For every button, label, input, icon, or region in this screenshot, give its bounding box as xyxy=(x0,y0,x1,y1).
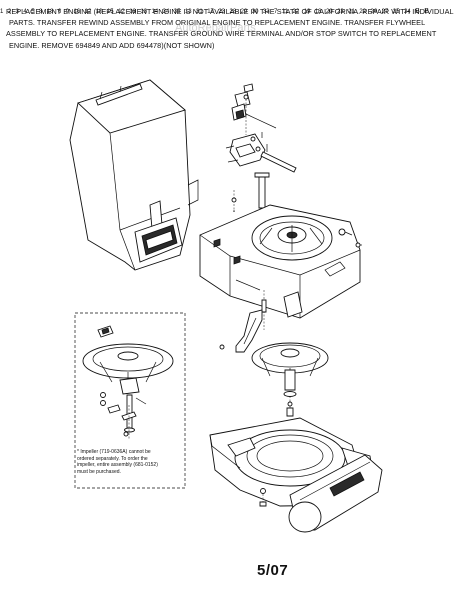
callout-26: 26 xyxy=(370,9,378,15)
callout-22b: 22 xyxy=(292,9,300,15)
discharge-chute xyxy=(219,309,263,353)
revision-date: 5/07 xyxy=(257,562,289,579)
part-callouts: 1 2 3 4 5 8 18 6 9 16 12 10 15 12 16 18 … xyxy=(0,0,415,17)
callout-18-inset: 18 xyxy=(314,9,322,15)
callout-27: 27 xyxy=(381,9,389,15)
collection-bag xyxy=(69,79,199,271)
callout-21: 21 xyxy=(348,9,355,15)
callout-4: 4 xyxy=(23,9,27,15)
note-line-3: ASSEMBLY TO REPLACEMENT ENGINE. TRANSFER… xyxy=(6,29,437,39)
callout-22: 22 xyxy=(359,9,367,15)
callout-18b: 18 xyxy=(140,9,148,15)
blower-housing xyxy=(199,204,362,319)
impeller-main xyxy=(251,342,329,417)
callout-35: 35 xyxy=(173,9,181,15)
callout-31: 31 xyxy=(196,9,203,15)
callout-12b: 12 xyxy=(118,9,125,15)
reference-b-top: B xyxy=(415,8,420,15)
callout-12: 12 xyxy=(84,9,92,15)
callout-16: 16 xyxy=(73,9,81,15)
callout-30: 30 xyxy=(251,9,259,15)
callout-8: 8 xyxy=(38,9,43,15)
callout-10: 10 xyxy=(95,9,103,15)
nozzle xyxy=(288,454,383,533)
callout-3: 3 xyxy=(15,9,19,15)
callout-11: 11 xyxy=(281,9,289,15)
callout-17: 17 xyxy=(207,9,214,15)
impeller-inset xyxy=(74,312,186,489)
callout-13: 13 xyxy=(184,9,192,15)
callout-20: 20 xyxy=(325,9,333,15)
watermark-text: AutoRepairParts xyxy=(175,22,256,34)
callout-15: 15 xyxy=(106,9,114,15)
note-line-2: PARTS. TRANSFER REWIND ASSEMBLY FROM ORI… xyxy=(9,18,426,28)
callout-34: 34 xyxy=(162,9,170,15)
callout-19: 19 xyxy=(303,9,311,15)
callout-14: 14 xyxy=(151,9,159,15)
shaft-bolt xyxy=(261,290,267,330)
callout-6: 6 xyxy=(57,9,62,15)
callout-24: 24 xyxy=(403,9,411,15)
callout-28: 28 xyxy=(229,9,237,15)
callout-2: 2 xyxy=(7,9,12,15)
callout-1: 1 xyxy=(0,9,4,15)
reference-b-bottom: B xyxy=(424,8,429,15)
callout-33: 33 xyxy=(262,9,270,15)
note-line-4: ENGINE. REMOVE 694849 AND ADD 694478)(NO… xyxy=(9,40,215,50)
callout-23-inset: 23 xyxy=(337,9,344,15)
callout-25: 25 xyxy=(392,9,400,15)
callout-9: 9 xyxy=(65,9,70,15)
bottom-fasteners xyxy=(259,488,267,507)
impeller-order-note: * Impeller (719-0636A) cannot be ordered… xyxy=(77,449,179,475)
callout-16b: 16 xyxy=(129,9,136,15)
callout-7: 7 xyxy=(274,9,278,15)
impeller-note-line-1: * Impeller (719-0636A) cannot be xyxy=(77,449,151,455)
replacement-engine-note: REPLACEMENT ENGINE (REPLACEMENT ENGINE I… xyxy=(6,6,458,51)
impeller-note-line-3: impeller, entire assembly (681-0152) xyxy=(77,462,158,469)
callout-18: 18 xyxy=(46,9,54,15)
note-line-1: REPLACEMENT ENGINE (REPLACEMENT ENGINE I… xyxy=(6,7,454,16)
callout-5: 5 xyxy=(31,9,35,15)
callout-23: 23 xyxy=(218,9,226,15)
callout-29: 29 xyxy=(240,9,248,15)
engine-control-parts xyxy=(225,83,297,212)
impeller-note-line-4: must be purchased. xyxy=(77,468,121,475)
impeller-note-line-2: ordered separately. To order the xyxy=(77,455,148,462)
